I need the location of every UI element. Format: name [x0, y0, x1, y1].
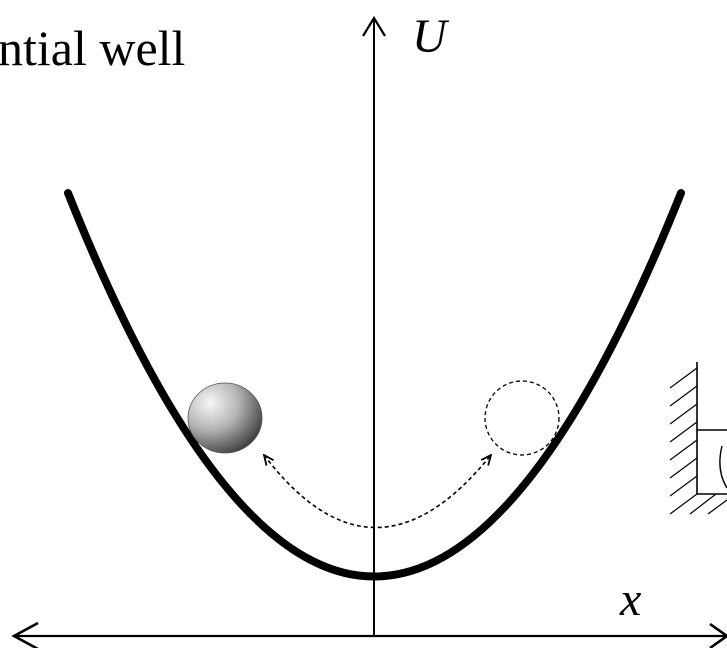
diagram-title: ntial well	[0, 20, 185, 76]
x-axis	[11, 621, 727, 648]
oscillation-arrow-icon	[264, 455, 491, 529]
ghost-ball-icon	[484, 380, 560, 456]
x-axis-right-arrow-icon	[709, 622, 727, 648]
wall-spring-icon	[669, 362, 727, 515]
y-axis	[362, 15, 386, 636]
y-axis-label: U	[412, 10, 450, 63]
y-axis-arrow-icon	[362, 15, 386, 37]
ball-icon	[187, 382, 263, 454]
x-axis-label: x	[619, 573, 641, 626]
potential-curve	[64, 189, 685, 581]
x-axis-left-arrow-icon	[11, 621, 39, 648]
